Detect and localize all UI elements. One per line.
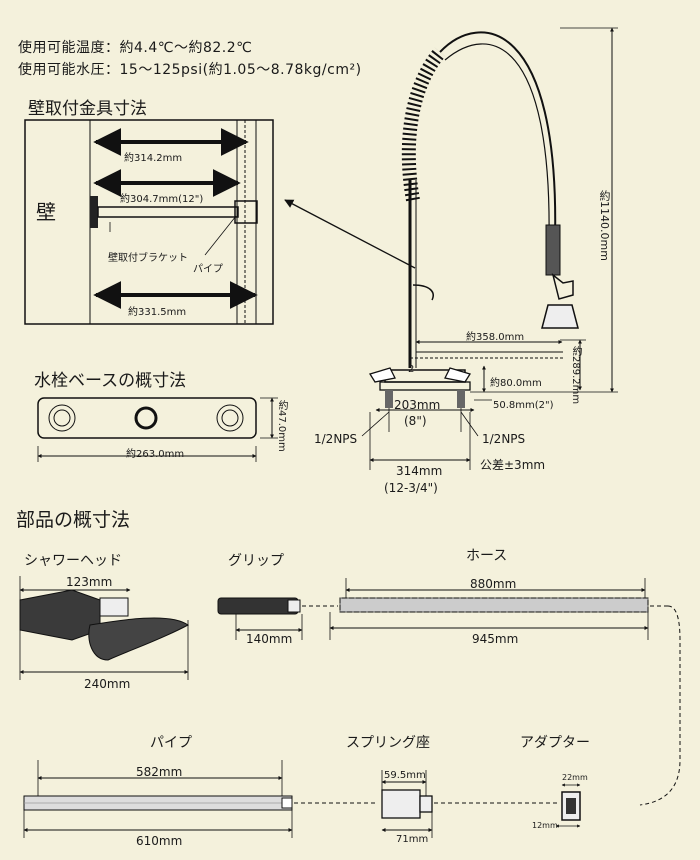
pipe-dim-b: 610mm (136, 834, 183, 848)
label-2: 2 (408, 364, 415, 375)
adapter-dim-b: 12mm (532, 821, 558, 830)
overall-in: (12-3/4") (384, 481, 438, 495)
pipe-name: パイプ (150, 735, 192, 751)
faucet-reach: 約358.0mm (466, 332, 525, 343)
shower-head-name: シャワーヘッド (24, 553, 122, 569)
shower-head-drawing (19, 576, 189, 680)
wall-bracket-drawing (24, 119, 274, 325)
faucet-drawing (361, 27, 618, 470)
callout-arrow (284, 199, 416, 269)
adapter-name: アダプター (520, 735, 590, 751)
hose-name: ホース (466, 548, 508, 564)
hose-drawing (329, 578, 649, 640)
wall-label: 壁 (36, 200, 56, 224)
dim-wall-pipe: 約304.7mm(12") (120, 194, 204, 205)
center-in: (8") (404, 414, 427, 428)
bracket-label: 壁取付ブラケット (108, 253, 188, 264)
tolerance: 公差±3mm (480, 458, 546, 472)
spring-seat-drawing (381, 770, 433, 838)
faucet-total-height: 約1140.0mm (598, 190, 611, 261)
nps-right: 1/2NPS (482, 432, 526, 446)
shower-head-dim-a: 123mm (66, 575, 113, 589)
deck-height: 約80.0mm (490, 378, 542, 389)
hose-dim-a: 880mm (470, 577, 517, 591)
base-width: 約263.0mm (126, 449, 185, 460)
temperature-spec: 使用可能温度：約4.4℃～約82.2℃ (18, 40, 253, 56)
nps-left: 1/2NPS (314, 432, 358, 446)
base-height: 約47.0mm (276, 400, 287, 452)
pipe-label: パイプ (193, 264, 223, 275)
shower-head-dim-b: 240mm (84, 677, 131, 691)
spring-seat-name: スプリング座 (346, 735, 430, 751)
adapter-dim-a: 22mm (562, 773, 588, 782)
overall-mm: 314mm (396, 464, 443, 478)
base-title: 水栓ベースの概寸法 (34, 371, 187, 391)
spring-seat-dim-b: 71mm (396, 834, 429, 845)
wall-bracket-title: 壁取付金具寸法 (28, 99, 147, 119)
dim-wall-top: 約314.2mm (124, 153, 183, 164)
pressure-spec: 使用可能水圧：15～125psi(約1.05～8.78kg/cm²) (18, 62, 362, 78)
pipe-drawing (23, 760, 293, 838)
pipe-dim-a: 582mm (136, 765, 183, 779)
dim-wall-bottom: 約331.5mm (128, 307, 187, 318)
adapter-drawing (555, 783, 581, 828)
center-mm: 203mm (394, 398, 441, 412)
spring-seat-dim-a: 59.5mm (384, 770, 426, 781)
spout-height: 約289.2mm (570, 346, 581, 405)
base-plate-drawing (37, 397, 278, 462)
base-depth: 50.8mm(2") (493, 400, 554, 411)
parts-title: 部品の概寸法 (16, 509, 131, 531)
grip-dim: 140mm (246, 632, 293, 646)
hose-dim-b: 945mm (472, 632, 519, 646)
grip-drawing (217, 597, 303, 640)
grip-name: グリップ (228, 553, 284, 569)
